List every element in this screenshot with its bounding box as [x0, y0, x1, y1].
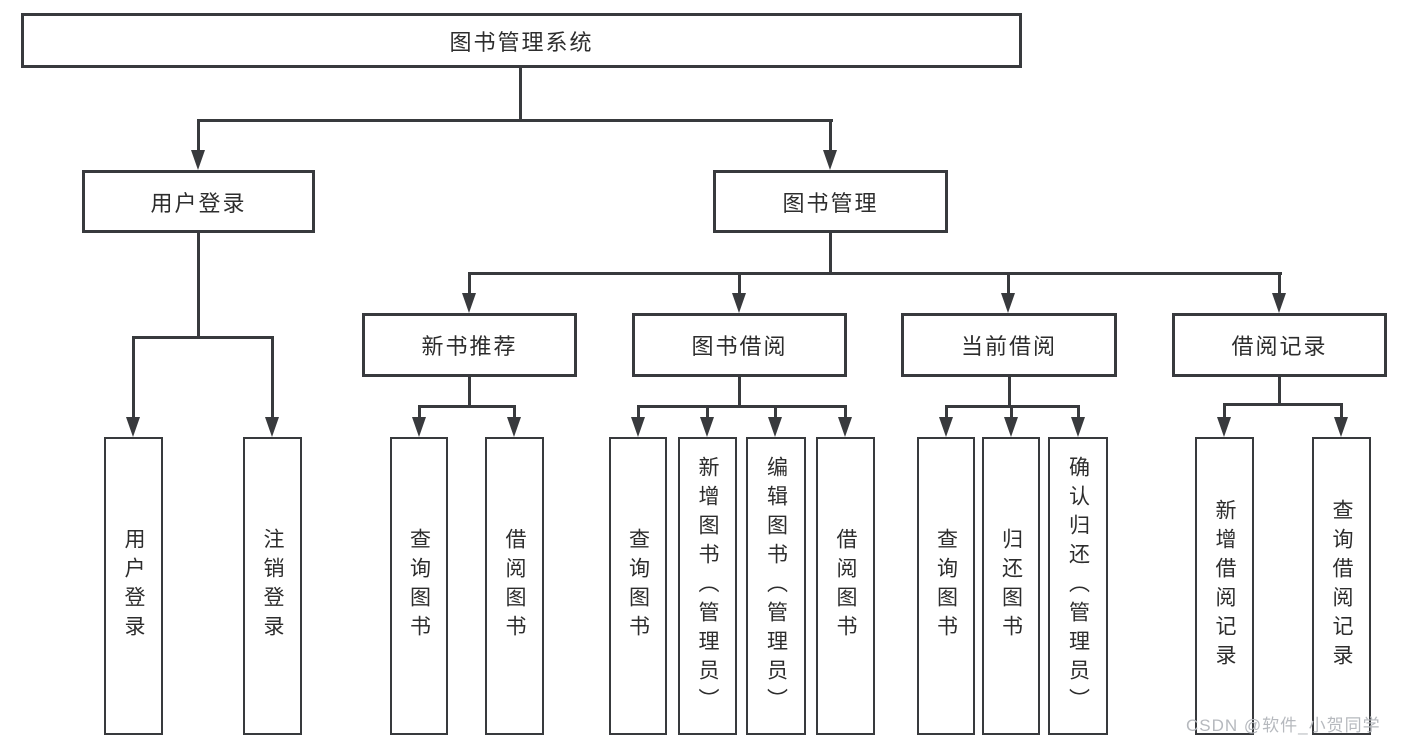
connector-root-span	[197, 119, 833, 122]
arrow-down-icon	[631, 417, 645, 437]
arrow-down-icon	[732, 293, 746, 313]
leaf-confirm-return-admin: 确认归还（管理员）	[1048, 437, 1108, 735]
leaf-borrow-books: 借阅图书	[816, 437, 875, 735]
connector-stub	[637, 405, 640, 419]
connector-span	[418, 405, 516, 408]
node-book-management: 图书管理	[713, 170, 948, 233]
leaf-label: 归还图书	[999, 528, 1023, 644]
leaf-label: 借阅图书	[834, 528, 857, 644]
leaf-logout: 注销登录	[243, 437, 302, 735]
leaf-add-borrow-record: 新增借阅记录	[1195, 437, 1254, 735]
node-book-borrowing: 图书借阅	[632, 313, 847, 377]
connector-stub	[418, 405, 421, 419]
arrow-down-icon	[462, 293, 476, 313]
arrow-down-icon	[265, 417, 279, 437]
connector-stub	[945, 405, 948, 419]
arrow-down-icon	[939, 417, 953, 437]
leaf-query-books: 查询图书	[917, 437, 975, 735]
connector-stub	[829, 119, 832, 152]
connector-span	[468, 272, 1282, 275]
arrow-down-icon	[823, 150, 837, 170]
leaf-add-books-admin: 新增图书（管理员）	[678, 437, 737, 735]
connector-span	[1223, 403, 1343, 406]
connector-drop	[738, 377, 741, 408]
arrow-down-icon	[700, 417, 714, 437]
connector-span	[637, 405, 847, 408]
node-borrowing-records: 借阅记录	[1172, 313, 1387, 377]
leaf-return-books: 归还图书	[982, 437, 1040, 735]
node-current-borrowing: 当前借阅	[901, 313, 1117, 377]
arrow-down-icon	[191, 150, 205, 170]
leaf-query-borrow-record: 查询借阅记录	[1312, 437, 1371, 735]
connector-drop	[1278, 377, 1281, 406]
arrow-down-icon	[1217, 417, 1231, 437]
csdn-watermark: CSDN @软件_小贺同学	[1186, 716, 1381, 735]
leaf-user-login: 用户登录	[104, 437, 163, 735]
connector-stub	[1278, 272, 1281, 296]
arrow-down-icon	[1334, 417, 1348, 437]
arrow-down-icon	[412, 417, 426, 437]
connector-stub	[468, 272, 471, 296]
connector-stub	[132, 336, 135, 419]
connector-stub	[197, 119, 200, 152]
connector-root-drop	[519, 67, 522, 120]
leaf-label: 查询图书	[626, 528, 650, 644]
leaf-label: 用户登录	[122, 528, 145, 644]
leaf-query-books: 查询图书	[390, 437, 448, 735]
connector-stub	[774, 405, 777, 419]
connector-drop	[829, 233, 832, 275]
connector-drop	[468, 377, 471, 408]
connector-stub	[1340, 403, 1343, 419]
leaf-label: 借阅图书	[503, 528, 526, 644]
leaf-label: 注销登录	[261, 528, 284, 644]
leaf-edit-books-admin: 编辑图书（管理员）	[746, 437, 806, 735]
connector-stub	[738, 272, 741, 296]
connector-stub	[844, 405, 847, 419]
leaf-label: 查询借阅记录	[1330, 499, 1353, 673]
leaf-label: 确认归还（管理员）	[1066, 455, 1090, 717]
leaf-label: 查询图书	[407, 528, 431, 644]
connector-span	[132, 336, 274, 339]
connector-stub	[1077, 405, 1080, 419]
connector-drop	[1008, 377, 1011, 408]
connector-stub	[1007, 272, 1010, 296]
leaf-borrow-books: 借阅图书	[485, 437, 544, 735]
connector-stub	[706, 405, 709, 419]
leaf-label: 编辑图书（管理员）	[764, 455, 788, 717]
node-new-book-recommendation: 新书推荐	[362, 313, 577, 377]
arrow-down-icon	[768, 417, 782, 437]
connector-stub	[271, 336, 274, 419]
connector-drop	[197, 233, 200, 339]
leaf-label: 查询图书	[934, 528, 958, 644]
connector-stub	[513, 405, 516, 419]
node-user-login: 用户登录	[82, 170, 315, 233]
arrow-down-icon	[1071, 417, 1085, 437]
arrow-down-icon	[1272, 293, 1286, 313]
arrow-down-icon	[507, 417, 521, 437]
leaf-label: 新增图书（管理员）	[696, 455, 719, 717]
connector-stub	[1223, 403, 1226, 419]
arrow-down-icon	[126, 417, 140, 437]
arrow-down-icon	[838, 417, 852, 437]
arrow-down-icon	[1001, 293, 1015, 313]
arrow-down-icon	[1004, 417, 1018, 437]
connector-stub	[1010, 405, 1013, 419]
leaf-query-books: 查询图书	[609, 437, 667, 735]
leaf-label: 新增借阅记录	[1213, 499, 1236, 673]
node-library-management-system: 图书管理系统	[21, 13, 1022, 68]
